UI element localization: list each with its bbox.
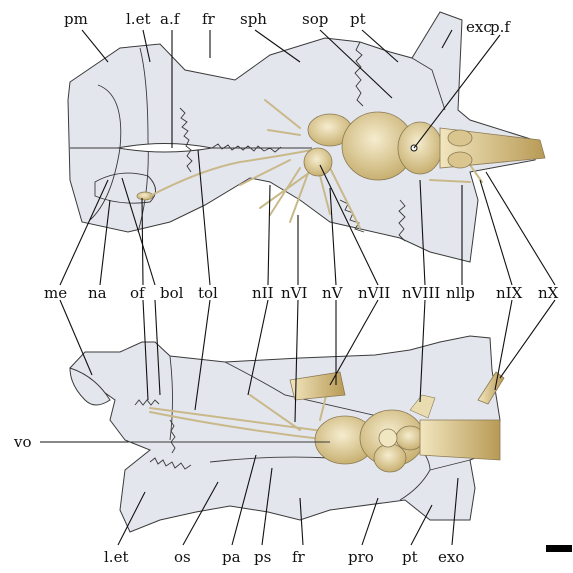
label-exc: exc bbox=[466, 18, 492, 36]
label-na: na bbox=[88, 284, 107, 302]
label-nVI: nVI bbox=[281, 284, 307, 302]
label-pro: pro bbox=[348, 548, 374, 566]
label-bol: bol bbox=[160, 284, 184, 302]
label-ps: ps bbox=[254, 548, 271, 566]
label-pm: pm bbox=[64, 10, 88, 28]
label-af: a.f bbox=[160, 10, 181, 28]
label-pf: p.f bbox=[490, 18, 511, 36]
label-os: os bbox=[174, 548, 191, 566]
label-pa: pa bbox=[222, 548, 241, 566]
label-tol: tol bbox=[198, 284, 218, 302]
label-sph: sph bbox=[240, 10, 267, 28]
label-sop: sop bbox=[302, 10, 328, 28]
label-nV: nV bbox=[322, 284, 344, 302]
label-pt-top: pt bbox=[350, 10, 366, 28]
label-of: of bbox=[130, 284, 146, 302]
dorsal-view bbox=[68, 12, 545, 262]
label-nX: nX bbox=[538, 284, 559, 302]
label-nllp: nllp bbox=[446, 284, 475, 302]
label-let-bottom: l.et bbox=[104, 548, 128, 566]
middle-labels: me na of bol tol nII nVI nV nVII nVIII n… bbox=[44, 284, 559, 302]
label-let-top: l.et bbox=[126, 10, 150, 28]
label-pt-bottom: pt bbox=[402, 548, 418, 566]
label-fr-top: fr bbox=[202, 10, 216, 28]
label-nVII: nVII bbox=[358, 284, 390, 302]
label-nII: nII bbox=[252, 284, 274, 302]
ventral-view bbox=[70, 336, 504, 532]
label-me: me bbox=[44, 284, 67, 302]
label-vo: vo bbox=[13, 433, 32, 451]
label-nVIII: nVIII bbox=[402, 284, 440, 302]
label-exo: exo bbox=[438, 548, 464, 566]
label-fr-bottom: fr bbox=[292, 548, 306, 566]
label-nIX: nIX bbox=[496, 284, 523, 302]
scale-bar bbox=[546, 545, 572, 552]
